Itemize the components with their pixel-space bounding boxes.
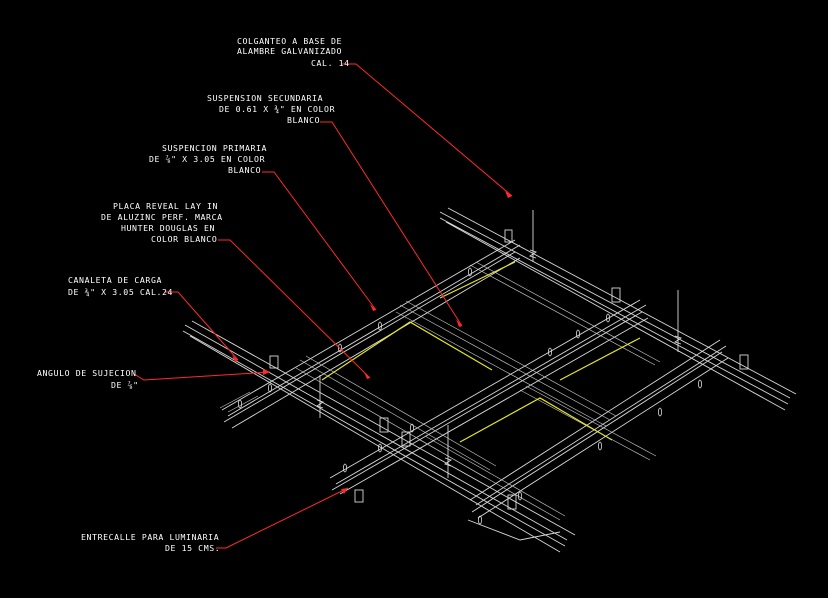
callout-canaleta: CANALETA DE CARGA DE ¾" X 3.05 CAL.24 <box>68 275 173 297</box>
callout-angulo-line2: DE ⅞" <box>111 380 139 390</box>
reveal-panel-edges <box>321 261 641 443</box>
callout-colgante-line2: ALAMBRE GALVANIZADO <box>237 46 342 56</box>
callout-canaleta-line2: DE ¾" X 3.05 CAL.24 <box>68 287 173 297</box>
carrying-channel-rails <box>182 207 797 553</box>
leader-lines <box>133 63 513 549</box>
callout-secundaria-line2: DE 0.61 X ¾" EN COLOR <box>219 104 335 114</box>
callout-colgante-line1: COLGANTEO A BASE DE <box>237 36 342 46</box>
callout-entrecalle: ENTRECALLE PARA LUMINARIA DE 15 CMS. <box>81 532 220 553</box>
callout-placa: PLACA REVEAL LAY IN DE ALUZINC PERF. MAR… <box>101 201 223 244</box>
callout-secundaria-line1: SUSPENSION SECUNDARIA <box>207 93 323 103</box>
callout-placa-line1: PLACA REVEAL LAY IN <box>113 201 218 211</box>
callout-placa-line3: HUNTER DOUGLAS EN <box>121 223 215 233</box>
callout-colgante: COLGANTEO A BASE DE ALAMBRE GALVANIZADO … <box>237 36 350 68</box>
main-tee-runners <box>221 239 729 541</box>
rail-slots <box>237 267 703 525</box>
callout-primaria-line1: SUSPENCION PRIMARIA <box>162 143 267 153</box>
callout-primaria-line3: BLANCO <box>228 165 261 175</box>
hanger-wires <box>315 210 683 478</box>
callout-placa-line2: DE ALUZINC PERF. MARCA <box>101 212 223 222</box>
callout-angulo-line1: ANGULO DE SUJECION <box>37 368 137 378</box>
callout-angulo: ANGULO DE SUJECION DE ⅞" <box>37 368 139 390</box>
callout-primaria-line2: DE ⅞" X 3.05 EN COLOR <box>149 154 265 164</box>
callout-secundaria: SUSPENSION SECUNDARIA DE 0.61 X ¾" EN CO… <box>207 93 335 125</box>
callout-entrecalle-line1: ENTRECALLE PARA LUMINARIA <box>81 532 219 542</box>
callout-placa-line4: COLOR BLANCO <box>151 234 217 244</box>
callout-canaleta-line1: CANALETA DE CARGA <box>68 275 162 285</box>
callout-secundaria-line3: BLANCO <box>287 115 320 125</box>
callout-primaria: SUSPENCION PRIMARIA DE ⅞" X 3.05 EN COLO… <box>149 143 267 175</box>
clip-brackets <box>269 229 749 510</box>
callout-colgante-line3: CAL. 14 <box>311 58 350 68</box>
callout-entrecalle-line2: DE 15 CMS. <box>165 543 220 553</box>
